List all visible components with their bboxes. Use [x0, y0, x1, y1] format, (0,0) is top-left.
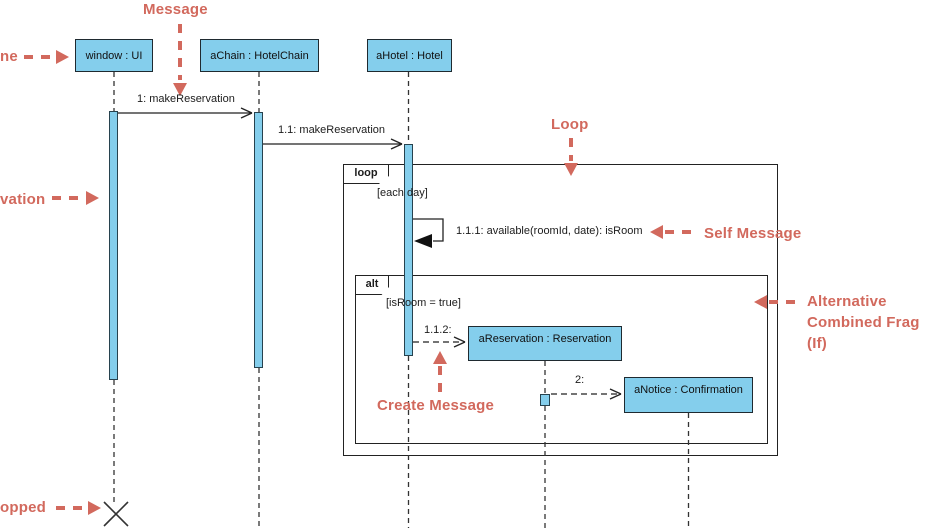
lifeline-head-anotice: aNotice : Confirmation [624, 377, 753, 413]
loop-fragment-frame [343, 164, 778, 456]
alt-operator-label: alt [355, 275, 389, 295]
lifeline-head-label: aChain : HotelChain [210, 49, 309, 62]
lifeline-head-label: aReservation : Reservation [478, 333, 612, 345]
lifeline-head-label: aNotice : Confirmation [634, 384, 743, 396]
annotation-alt-combined-frag: Alternative Combined Frag (If) [807, 291, 920, 354]
create-message-label-1: 1.1.2: [424, 324, 452, 336]
activation-bar-window [109, 111, 118, 380]
annotation-arrow-activation [52, 191, 99, 205]
lifeline-head-ahotel: aHotel : Hotel [367, 39, 452, 72]
annotation-stopped-partial: opped [0, 499, 46, 516]
annotation-arrow-message [173, 24, 187, 96]
annotation-arrow-stopped [56, 501, 101, 515]
self-message-label: 1.1.1: available(roomId, date): isRoom [456, 225, 643, 237]
lifeline-head-label: aHotel : Hotel [376, 49, 443, 62]
annotation-alt-line2: Combined Frag [807, 314, 920, 331]
lifeline-head-window: window : UI [75, 39, 153, 72]
message-label-1: 1: makeReservation [137, 93, 235, 105]
annotation-alt-line1: Alternative [807, 293, 887, 310]
activation-bar-achain [254, 112, 263, 368]
annotation-create-message: Create Message [377, 397, 495, 414]
annotation-self-message: Self Message [704, 225, 802, 242]
lifeline-head-achain: aChain : HotelChain [200, 39, 319, 72]
annotation-loop: Loop [551, 116, 589, 133]
annotation-message: Message [143, 1, 208, 18]
annotation-activation-partial: vation [0, 191, 46, 208]
lifeline-head-areservation: aReservation : Reservation [468, 326, 622, 361]
alt-fragment-frame [355, 275, 768, 444]
loop-guard-label: [each day] [377, 187, 428, 199]
activation-bar-areservation [540, 394, 550, 406]
alt-guard-label: [isRoom = true] [386, 297, 461, 309]
loop-operator-label: loop [343, 164, 389, 184]
stopped-x-icon [103, 501, 129, 527]
lifeline-head-label: window : UI [85, 49, 143, 62]
message-label-1-1: 1.1: makeReservation [278, 124, 385, 136]
annotation-arrow-lifeline [24, 50, 69, 64]
message-arrow-1 [118, 107, 253, 119]
annotation-lifeline-partial: ne [0, 48, 18, 65]
create-message-label-2: 2: [575, 374, 585, 386]
message-arrow-1-1 [263, 138, 403, 150]
activation-bar-ahotel [404, 144, 413, 356]
annotation-alt-line3: (If) [807, 335, 827, 352]
